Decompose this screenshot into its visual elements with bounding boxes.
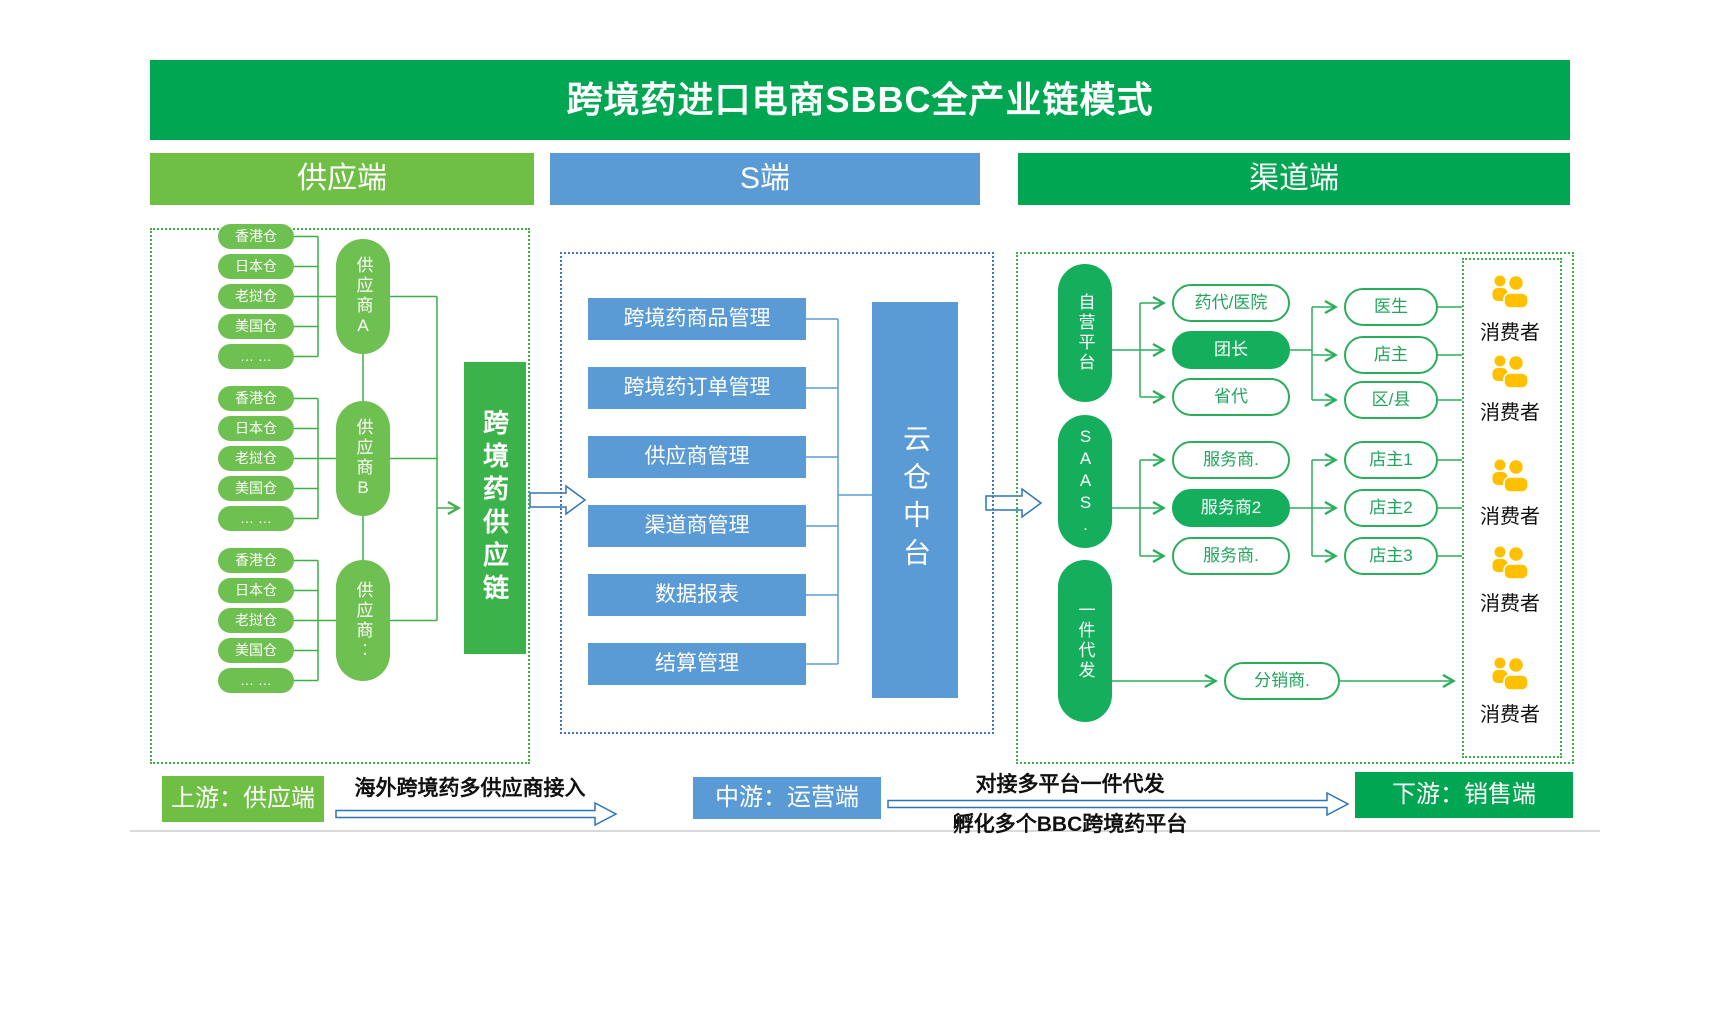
retailer-district-county: 区/县: [1344, 381, 1438, 419]
agent-service-provider-3: 服务商.: [1172, 537, 1290, 575]
agent-provincial: 省代: [1172, 378, 1290, 416]
warehouse-node: 美国仓: [218, 638, 294, 663]
warehouse-node: 香港仓: [218, 224, 294, 249]
warehouse-node: 老挝仓: [218, 446, 294, 471]
platform-label: 自营平台: [1075, 293, 1095, 373]
warehouse-node: 日本仓: [218, 578, 294, 603]
consumers-icon: [1492, 656, 1529, 691]
consumer-item: 消费者: [1462, 272, 1558, 345]
downstream-box: 下游：销售端: [1355, 772, 1573, 818]
supplier-label: 供应商A: [353, 255, 373, 338]
warehouse-node: 美国仓: [218, 476, 294, 501]
consumer-label: 消费者: [1480, 322, 1540, 344]
module-channel-mgmt: 渠道商管理: [588, 505, 806, 547]
consumer-zone: [1462, 258, 1562, 758]
consumer-label: 消费者: [1480, 506, 1540, 528]
consumer-item: 消费者: [1462, 352, 1558, 425]
warehouse-node: 美国仓: [218, 314, 294, 339]
module-order-mgmt: 跨境药订单管理: [588, 367, 806, 409]
warehouse-node: 香港仓: [218, 386, 294, 411]
consumer-label: 消费者: [1480, 593, 1540, 615]
flow-label-dropship: 对接多平台一件代发: [975, 773, 1165, 796]
agent-pharma-hospital: 药代/医院: [1172, 284, 1290, 322]
retailer-shop-owner-1: 店主1: [1344, 441, 1438, 479]
platform-saas: SAAS.: [1058, 415, 1112, 548]
section-bar-supply: 供应端: [150, 153, 534, 205]
channel-zone: [1016, 252, 1574, 764]
page-title: 跨境药进口电商SBBC全产业链模式: [150, 60, 1570, 140]
agent-group-leader: 团长: [1172, 331, 1290, 369]
warehouse-node-more: … …: [218, 668, 294, 693]
consumers-icon: [1492, 458, 1529, 493]
agent-service-provider-2: 服务商2: [1172, 489, 1290, 527]
module-settlement: 结算管理: [588, 643, 806, 685]
platform-dropship: 一件代发: [1058, 560, 1112, 722]
cloud-hub-label: 云仓中台: [900, 424, 931, 576]
supplier-node-a: 供应商A: [336, 239, 390, 354]
platform-self-operated: 自营平台: [1058, 264, 1112, 402]
consumer-label: 消费者: [1480, 402, 1540, 424]
upstream-box: 上游：供应端: [162, 776, 324, 822]
supplier-label: 供应商B: [353, 417, 373, 500]
warehouse-node: 老挝仓: [218, 608, 294, 633]
module-supplier-mgmt: 供应商管理: [588, 436, 806, 478]
warehouse-node-more: … …: [218, 506, 294, 531]
retailer-shop-owner-3: 店主3: [1344, 537, 1438, 575]
consumer-item: 消费者: [1462, 456, 1558, 529]
platform-label: 一件代发: [1075, 601, 1095, 681]
module-data-report: 数据报表: [588, 574, 806, 616]
retailer-doctor: 医生: [1344, 288, 1438, 326]
consumers-icon: [1492, 545, 1529, 580]
warehouse-node: 日本仓: [218, 416, 294, 441]
supplier-node-b: 供应商B: [336, 401, 390, 516]
consumer-label: 消费者: [1480, 704, 1540, 726]
supply-chain-label: 跨境药供应链: [479, 409, 510, 607]
supplier-label: 供应商‥: [353, 580, 373, 661]
s-zone: [560, 252, 994, 734]
midstream-box: 中游：运营端: [693, 777, 881, 819]
cloud-hub-box: 云仓中台: [872, 302, 958, 698]
module-product-mgmt: 跨境药商品管理: [588, 298, 806, 340]
warehouse-node: 日本仓: [218, 254, 294, 279]
warehouse-node: 香港仓: [218, 548, 294, 573]
supplier-node-c: 供应商‥: [336, 560, 390, 681]
consumer-item: 消费者: [1462, 654, 1558, 727]
consumer-item: 消费者: [1462, 543, 1558, 616]
platform-label: SAAS.: [1076, 426, 1095, 537]
distributor-node: 分销商.: [1224, 662, 1340, 700]
agent-service-provider-1: 服务商.: [1172, 441, 1290, 479]
supply-chain-box: 跨境药供应链: [464, 362, 526, 654]
retailer-shop-owner: 店主: [1344, 336, 1438, 374]
section-bar-s: S端: [550, 153, 980, 205]
consumers-icon: [1492, 274, 1529, 309]
section-bar-channel: 渠道端: [1018, 153, 1570, 205]
warehouse-node-more: … …: [218, 344, 294, 369]
flow-label-incubate: 孵化多个BBC跨境药平台: [952, 813, 1188, 836]
flow-label-supplier-access: 海外跨境药多供应商接入: [354, 777, 586, 800]
supply-zone: [150, 228, 530, 764]
warehouse-node: 老挝仓: [218, 284, 294, 309]
consumers-icon: [1492, 354, 1529, 389]
retailer-shop-owner-2: 店主2: [1344, 489, 1438, 527]
